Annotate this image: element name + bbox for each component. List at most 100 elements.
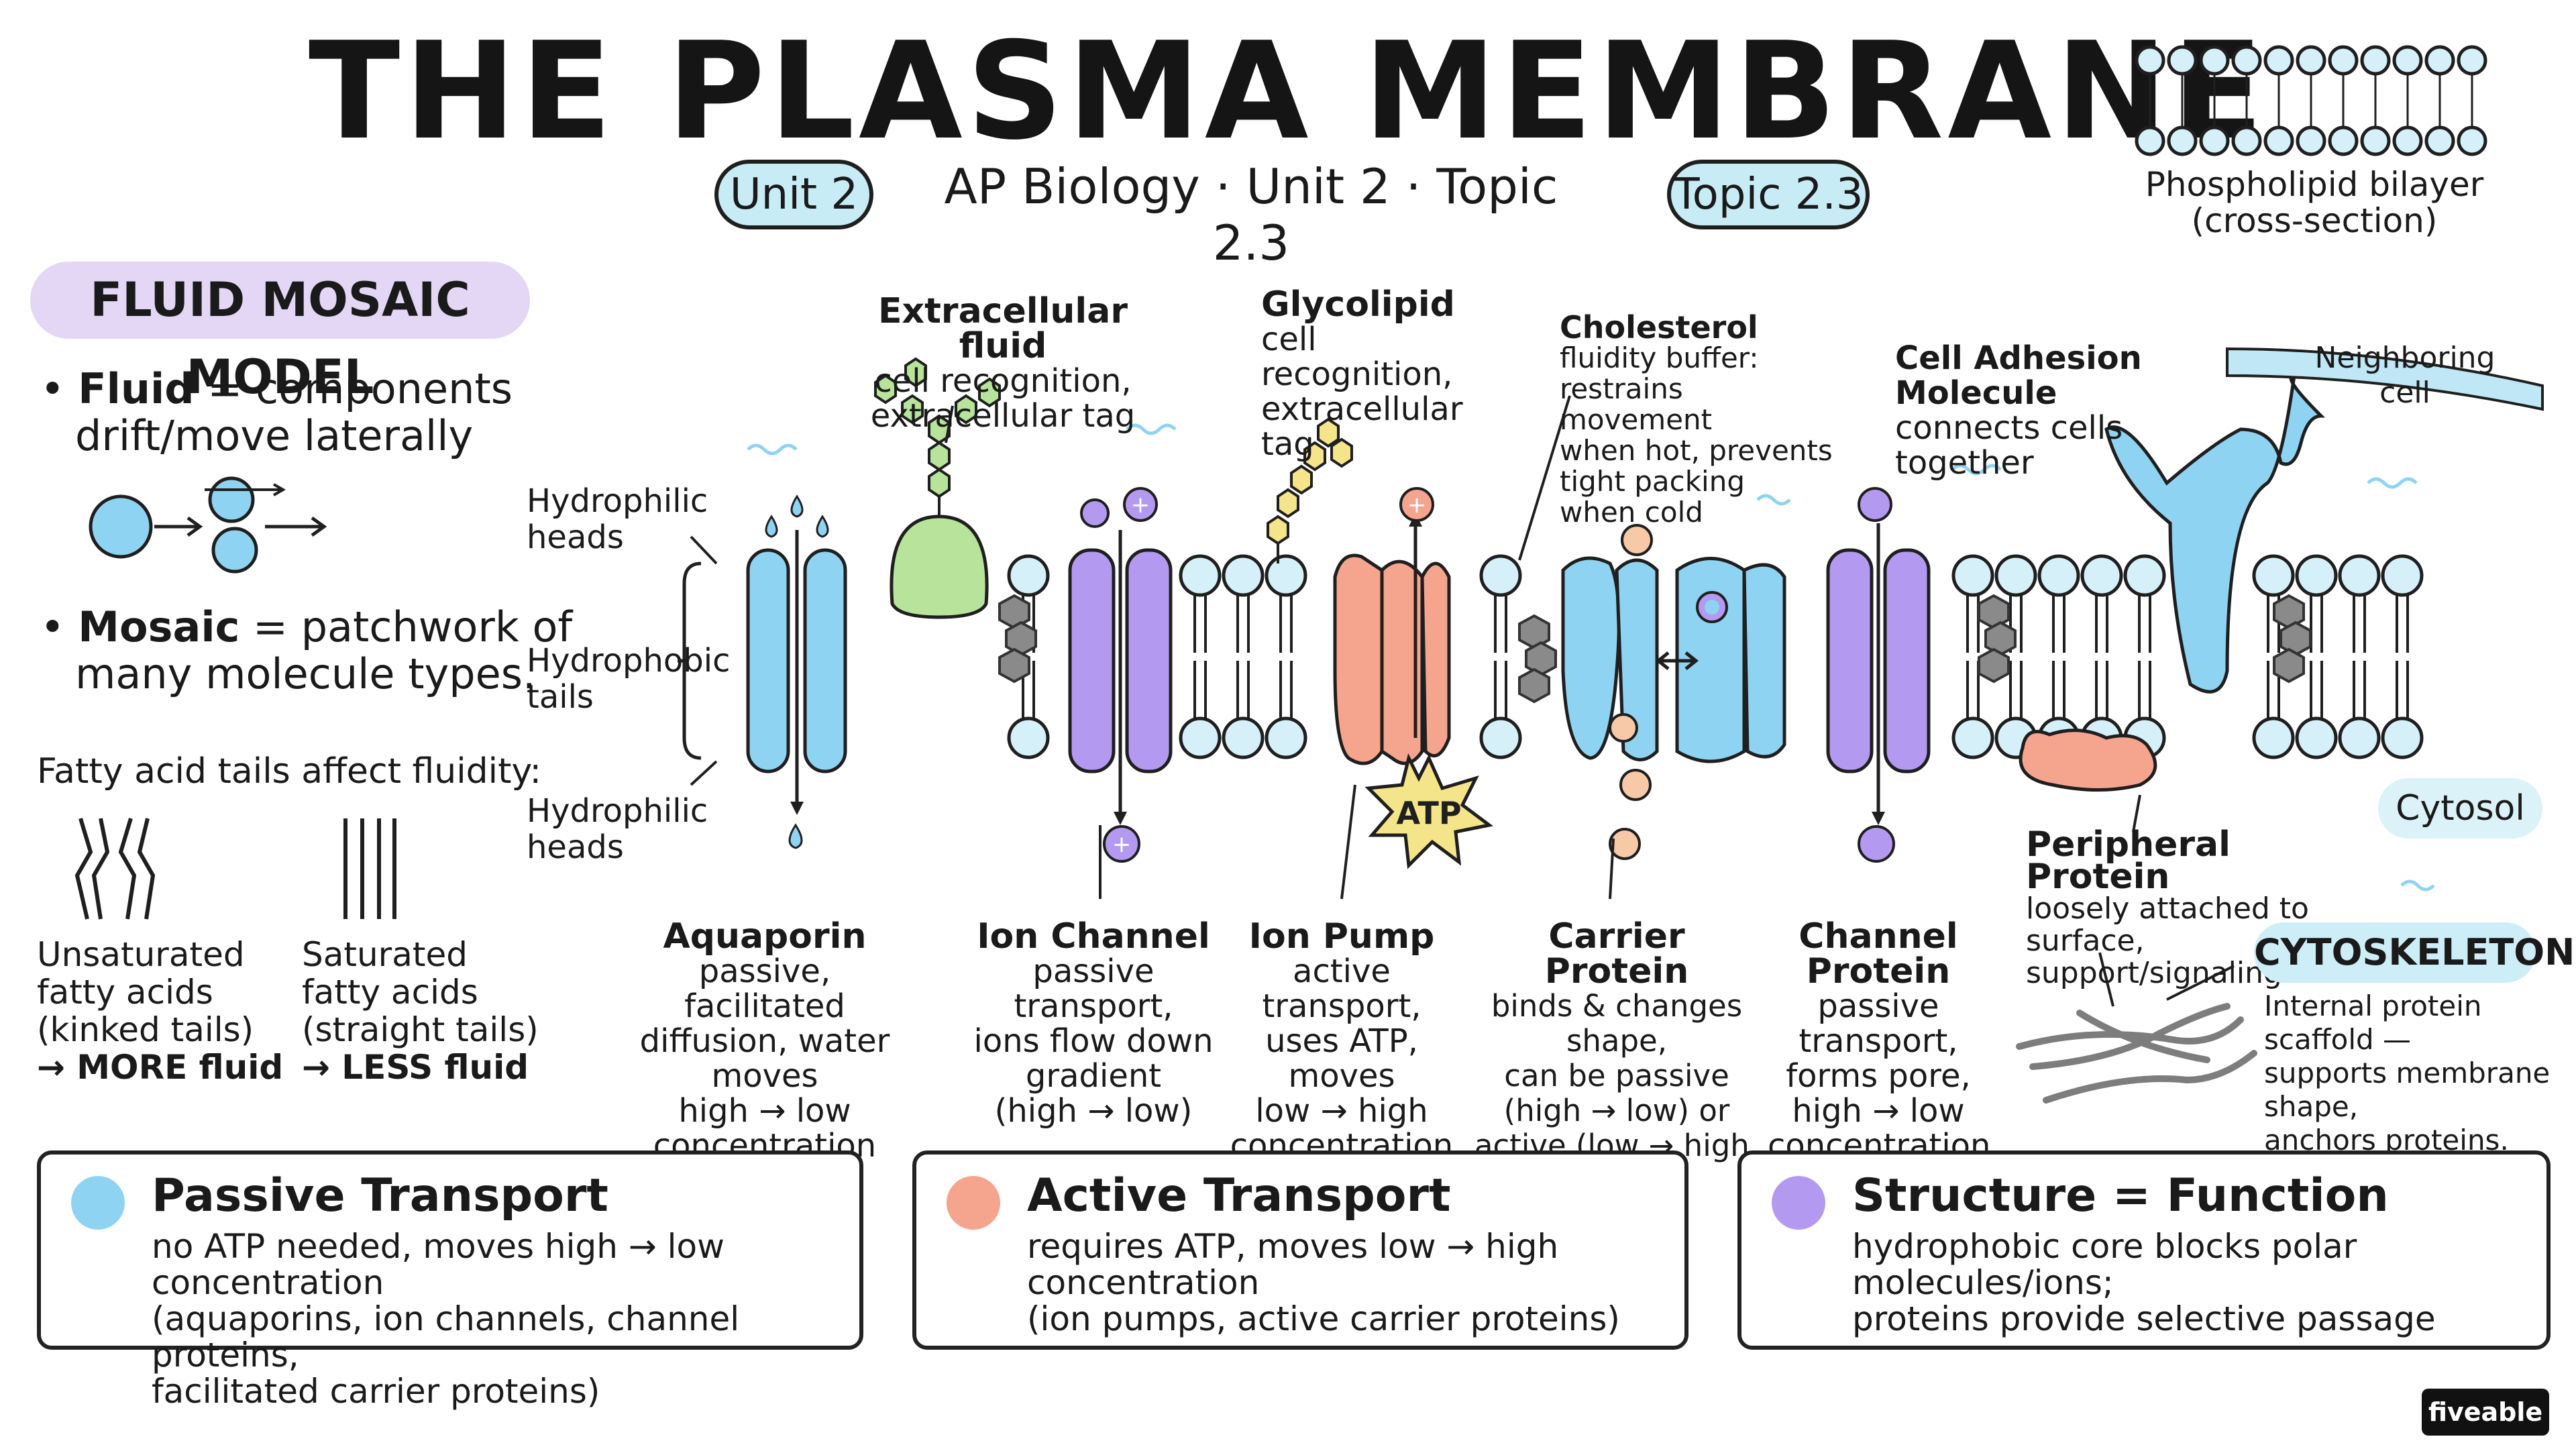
channel-line2: forms pore,: [1786, 1057, 1971, 1095]
phospholipid-head: [2123, 554, 2166, 597]
phospholipid-head: [2338, 554, 2381, 597]
carrier-line2: can be passive: [1504, 1058, 1729, 1093]
phospholipid-head: [2037, 554, 2080, 597]
phospholipid-head: [1007, 716, 1050, 759]
phospholipid-head: [1265, 716, 1307, 759]
ion-pump-label: Ion Pump active transport, uses ATP, mov…: [1228, 919, 1456, 1163]
peripheral-protein-label: Peripheral Protein loosely attached to s…: [2026, 827, 2368, 989]
mosaic-definition: • Mosaic = patchwork of many molecule ty…: [40, 602, 573, 698]
ion-pump-title: Ion Pump: [1248, 916, 1435, 957]
legend-passive-transport: Passive Transport no ATP needed, moves h…: [37, 1150, 863, 1409]
svg-text:+: +: [1112, 831, 1132, 858]
phospholipid-head: [1265, 554, 1307, 597]
extracellular-title: Extracellular fluid: [878, 291, 1128, 366]
ion-pump-protein: + ATP: [1333, 487, 1493, 869]
cytoskeleton-line2: supports membrane shape,: [2264, 1057, 2551, 1123]
phospholipid-head: [2295, 554, 2338, 597]
bilayer-icon: [2135, 45, 2487, 156]
extracellular-line2: extracellular tag: [870, 397, 1136, 435]
phospholipid-head: [1179, 554, 1222, 597]
peripheral-protein: [2019, 729, 2157, 792]
glycolipid-line2: extracellular tag: [1261, 390, 1463, 463]
phospholipid-head: [1479, 716, 1522, 759]
carrier-line3: (high → low) or: [1503, 1093, 1730, 1128]
legend-active-transport: Active Transport requires ATP, moves low…: [912, 1150, 1688, 1350]
phospholipid-head: [1479, 554, 1522, 597]
cam-label: Cell Adhesion Molecule connects cells to…: [1895, 341, 2224, 480]
aquaporin-line3: high → low: [678, 1092, 851, 1130]
glycolipid-title: Glycolipid: [1261, 284, 1455, 325]
leader-lines: [945, 395, 2235, 1007]
glycolipid-chain: [1267, 417, 1353, 564]
decorative-squiggles: [747, 423, 2435, 892]
passive-line3: facilitated carrier proteins): [152, 1372, 600, 1411]
structure-line1: hydrophobic core blocks polar molecules/…: [1852, 1227, 2357, 1302]
carrier-title: Carrier Protein: [1544, 916, 1689, 991]
hydrophobic-tails-label: Hydrophobic tails: [527, 643, 730, 715]
fluid-def1: = components: [194, 364, 513, 413]
bilayer-caption-line1: Phospholipid bilayer: [2145, 165, 2484, 204]
phospholipid-head: [1951, 554, 1994, 597]
phospholipid-head: [2381, 554, 2424, 597]
channel-title: Channel Protein: [1799, 916, 1958, 991]
active-line2: (ion pumps, active carrier proteins): [1027, 1299, 1620, 1338]
channel-protein: [1826, 487, 1931, 863]
aquaporin-label: Aquaporin passive, facilitated diffusion…: [627, 919, 902, 1163]
passive-line2: (aquaporins, ion channels, channel prote…: [152, 1299, 740, 1375]
ion-channel-line1: passive transport,: [1014, 953, 1173, 1025]
cholesterol-line2: restrains movement: [1560, 372, 1713, 436]
page-title: THE PLASMA MEMBRANE: [308, 13, 2268, 170]
heads-bottom-line1: Hydrophilic: [527, 792, 708, 830]
peripheral-line1: loosely attached to surface,: [2026, 892, 2309, 958]
aquaporin-line2: diffusion, water moves: [639, 1022, 890, 1095]
phospholipid-heads: [1007, 554, 2424, 759]
hydrophilic-heads-top-label: Hydrophilic heads: [527, 483, 708, 555]
tails-line1: Hydrophobic: [527, 642, 731, 680]
unsat-line3: (kinked tails): [37, 1010, 254, 1049]
cholesterol-title: Cholesterol: [1560, 309, 1758, 345]
heads-bottom-line2: heads: [527, 828, 624, 866]
heads-top-line1: Hydrophilic: [527, 482, 708, 520]
unsat-line1: Unsaturated: [37, 935, 245, 974]
tails-line2: tails: [527, 678, 594, 716]
glycoprotein: [874, 357, 1001, 619]
phospholipid-head: [1222, 716, 1265, 759]
channel-line1: passive transport,: [1799, 987, 1958, 1060]
fluid-def2: drift/move laterally: [75, 411, 474, 460]
sat-line2: fatty acids: [302, 973, 478, 1012]
ion-channel-line4: (high → low): [994, 1092, 1193, 1130]
structure-line2: proteins provide selective passage: [1852, 1299, 2436, 1338]
channel-protein-label: Channel Protein passive transport, forms…: [1768, 916, 1990, 1163]
ion-channel-title: Ion Channel: [977, 916, 1210, 957]
cam-line1: connects cells together: [1895, 409, 2123, 482]
saturated-label: Saturated fatty acids (straight tails) →…: [302, 936, 539, 1086]
aquaporin-protein: [746, 494, 847, 849]
passive-color-dot: [71, 1176, 125, 1230]
sat-line1: Saturated: [302, 935, 468, 974]
cytoskeleton-description: Internal protein scaffold — supports mem…: [2264, 989, 2566, 1157]
cholesterol-line4: tight packing: [1560, 465, 1745, 498]
unsat-line2: fatty acids: [37, 973, 213, 1012]
cholesterol-line5: when cold: [1560, 496, 1703, 529]
fluid-term: Fluid: [78, 364, 195, 413]
passive-title: Passive Transport: [152, 1169, 608, 1222]
svg-text:+: +: [1407, 492, 1427, 519]
channel-line3: high → low: [1792, 1092, 1965, 1130]
ion-channel-label: Ion Channel passive transport, ions flow…: [959, 919, 1228, 1128]
phospholipid-head: [1951, 716, 1994, 759]
cytoskeleton-heading: CYTOSKELETON: [2254, 922, 2575, 983]
fluid-definition: • Fluid = components drift/move laterall…: [40, 364, 513, 460]
bilayer-caption: Phospholipid bilayer (cross-section): [2120, 166, 2509, 239]
mosaic-term: Mosaic: [78, 602, 240, 651]
kinked-tails-icon: [74, 818, 156, 920]
phospholipid-head: [1222, 554, 1265, 597]
neighboring-cell-label: Neighboring cell: [2314, 341, 2496, 410]
unit-badge: Unit 2: [714, 160, 873, 229]
aquaporin-line1: passive, facilitated: [684, 953, 845, 1025]
svg-text:+: +: [1131, 492, 1150, 519]
ion-pump-line3: low → high: [1255, 1092, 1428, 1130]
hydrophilic-heads-bottom-label: Hydrophilic heads: [527, 793, 708, 865]
glycolipid-line1: cell recognition,: [1261, 321, 1453, 393]
cell-adhesion-molecule: [2019, 347, 2544, 792]
glycolipid-label: Glycolipid cell recognition, extracellul…: [1261, 287, 1496, 462]
